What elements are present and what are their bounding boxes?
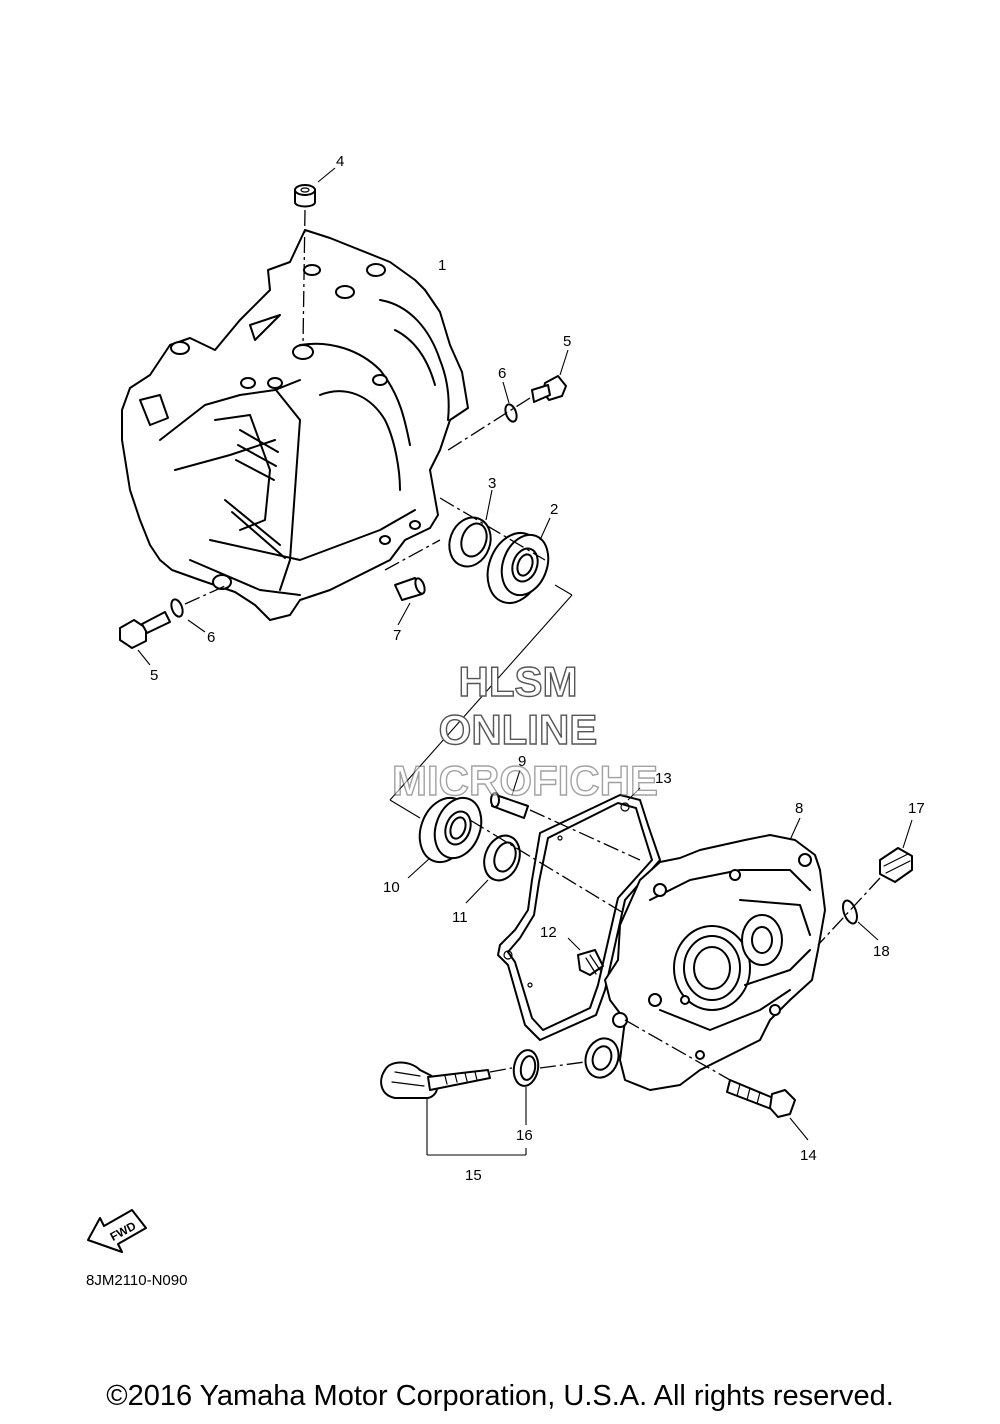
callout-1: 1 [438,257,446,274]
watermark-line1: HLSM [459,658,578,705]
bolt-5-upper [531,375,567,403]
washer-6-upper [504,403,518,423]
callout-2: 2 [550,501,558,518]
bolt-14 [726,1079,796,1118]
washer-6-lower [170,598,184,618]
callouts: 1 2 3 4 5 5 6 6 7 8 9 10 11 12 13 14 15 … [150,153,925,1184]
crankcase-cover-8 [604,834,826,1091]
collar-4 [294,184,316,208]
watermark-line3: MICROFICHE [392,757,658,804]
filler-neck [584,1037,620,1079]
callout-14: 14 [800,1147,817,1164]
watermark: HLSM ONLINE MICROFICHE [391,657,658,804]
copyright-notice: ©2016 Yamaha Motor Corporation, U.S.A. A… [106,1380,894,1412]
bolt-5-lower [119,611,171,649]
bearing-10 [418,796,483,864]
drawing-code: 8JM2110-N090 [86,1272,188,1289]
oil-seal-3 [448,516,492,568]
dipstick-15 [380,1061,491,1099]
callout-6b: 6 [207,629,215,646]
callout-13: 13 [655,770,672,787]
plug-bolt-17 [879,847,913,883]
callout-8: 8 [795,800,803,817]
callout-5a: 5 [563,333,571,350]
crankcase-1 [121,229,469,621]
callout-5b: 5 [150,667,158,684]
dowel-9 [490,792,529,819]
watermark-line2: ONLINE [439,706,598,753]
callout-7: 7 [393,627,401,644]
callout-3: 3 [488,475,496,492]
dowel-7 [394,577,426,601]
plug-12 [577,949,604,976]
o-ring-16 [512,1049,540,1087]
oil-seal-11 [483,834,521,882]
callout-17: 17 [908,800,925,817]
callout-15: 15 [465,1167,482,1184]
callout-11: 11 [452,909,468,926]
callout-10: 10 [383,879,400,896]
callout-12: 12 [540,924,557,941]
fwd-arrow-icon: FWD [87,1209,147,1253]
callout-6a: 6 [498,365,506,382]
callout-16: 16 [516,1127,533,1144]
callout-18: 18 [873,943,890,960]
callout-9: 9 [518,753,526,770]
gasket-13 [497,794,661,1041]
callout-4: 4 [336,153,344,170]
